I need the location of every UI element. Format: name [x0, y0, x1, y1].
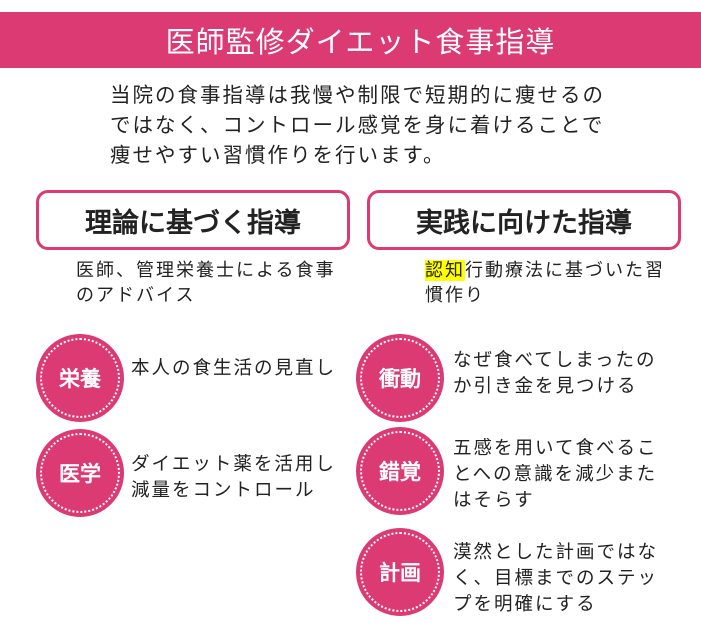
badge-label: 計画 [379, 561, 421, 585]
practice-subtitle: 認知行動療法に基づいた習慣作り [425, 258, 665, 308]
theory-heading: 理論に基づく指導 [85, 207, 301, 239]
practice-heading: 実践に向けた指導 [416, 207, 632, 239]
item-description: 本人の食生活の見直し [131, 358, 337, 379]
page-title-banner: 医師監修ダイエット食事指導 [0, 12, 701, 68]
item-description: 漠然とした計画ではなく、目標までのステップを明確にする [453, 542, 659, 615]
badge-label: 栄養 [59, 367, 101, 391]
practice-heading-box: 実践に向けた指導 [367, 190, 681, 250]
theory-heading-box: 理論に基づく指導 [36, 190, 350, 250]
page-title: 医師監修ダイエット食事指導 [165, 25, 556, 59]
badge-medicine: 医学 [36, 429, 124, 517]
badge-illusion: 錯覚 [356, 427, 444, 515]
badge-impulse: 衝動 [356, 334, 444, 422]
highlighted-term: 認知 [425, 260, 465, 281]
item-description: なぜ食べてしまったのか引き金を見つける [453, 350, 657, 397]
item-description: ダイエット薬を活用し減量をコントロール [131, 454, 336, 501]
badge-label: 錯覚 [379, 460, 421, 484]
theory-subtitle: 医師、管理栄養士による食事のアドバイス [76, 260, 336, 306]
practice-subtitle-rest: 行動療法に基づいた習慣作り [425, 260, 665, 306]
badge-nutrition: 栄養 [36, 334, 124, 422]
badge-label: 衝動 [379, 367, 421, 391]
badge-plan: 計画 [356, 528, 444, 616]
badge-label: 医学 [59, 462, 101, 486]
item-description: 五感を用いて食べることへの意識を減少またはそらす [453, 438, 658, 511]
intro-text: 当院の食事指導は我慢や制限で短期的に痩せるのではなく、コントロール感覚を身に着け… [110, 83, 605, 167]
